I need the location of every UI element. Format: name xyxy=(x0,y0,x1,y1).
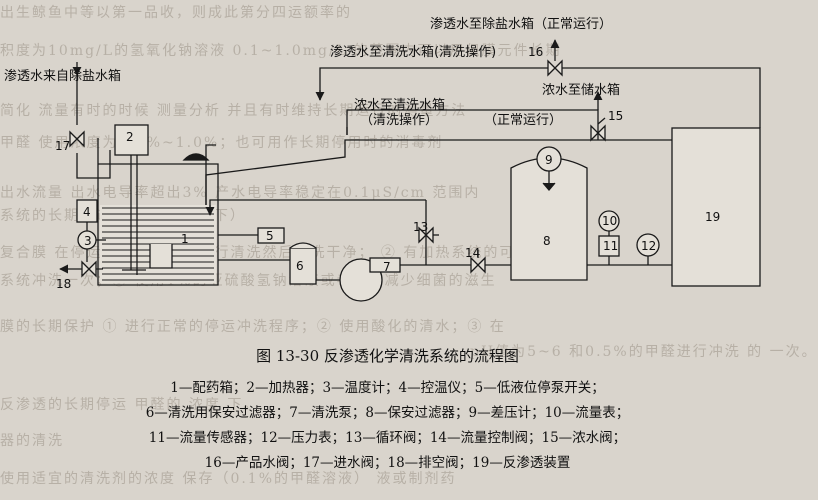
number-label: 19 xyxy=(705,210,720,224)
tank-lid xyxy=(182,153,210,161)
flow-control-valve-14 xyxy=(470,256,486,274)
number-label: 9 xyxy=(545,153,553,167)
inlet-valve-17 xyxy=(69,130,85,148)
diagram-labels: 渗透水来自除盐水箱 渗透水至除盐水箱（正常运行） 渗透水至清洗水箱(清洗操作) … xyxy=(4,16,720,291)
number-label: 7 xyxy=(383,260,391,274)
legend-line: 16—产品水阀；17—进水阀；18—排空阀；19—反渗透装置 xyxy=(204,455,571,471)
number-label: 13 xyxy=(413,220,428,234)
label-to-clean-tank: 渗透水至清洗水箱(清洗操作) xyxy=(330,44,496,60)
number-label: 3 xyxy=(84,234,92,248)
background-text-line: 简化 流量有时的时候 测量分析 并且有时维持长期运行的测量方法 xyxy=(0,103,468,119)
label-source: 渗透水来自除盐水箱 xyxy=(4,68,121,84)
permeate-pipe xyxy=(319,67,761,128)
recirc-valve-13 xyxy=(418,226,434,244)
number-label: 15 xyxy=(608,109,623,123)
legend-line: 1—配药箱；2—加热器；3—温度计；4—控温仪；5—低液位停泵开关； xyxy=(170,380,605,396)
label-brine-clean-sub: （清洗操作） xyxy=(360,112,438,128)
number-label: 10 xyxy=(602,214,617,228)
cleaning-filter-6 xyxy=(289,247,317,285)
number-label: 12 xyxy=(641,239,656,253)
number-label: 16 xyxy=(528,45,543,59)
label-to-desalt: 渗透水至除盐水箱（正常运行） xyxy=(430,16,612,32)
figure-page: 出生鲸鱼中等以第一品收，则成此第分四运额率的 积度为10mg/L的氢氧化钠溶液 … xyxy=(0,5,818,487)
number-label: 11 xyxy=(603,239,618,253)
inlet-pipe xyxy=(76,75,111,179)
chem-tank-1-outline xyxy=(97,138,219,286)
background-text-line: 甲醛 使用浓度为0.5%~1.0%；也可用作长期停用时的消毒剂 xyxy=(0,135,444,151)
background-text-line: 积度为10mg/L的氢氧化钠溶液 0.1~1.0mg/L 的范围内可以用但膜元件… xyxy=(0,43,562,59)
legend-line: 11—流量传感器；12—压力表；13—循环阀；14—流量控制阀；15—浓水阀； xyxy=(148,430,627,446)
background-text-line: 器的清洗 xyxy=(0,433,64,449)
background-text-line: 出水流量 出水电导率超出3% 产水电导率稳定在0.1μS/cm 范围内 xyxy=(0,185,481,201)
legend-line: 6—清洗用保安过滤器；7—清洗泵；8—保安过滤器；9—差压计；10—流量表； xyxy=(145,405,630,421)
number-label: 4 xyxy=(83,205,91,219)
background-text-line: pH值为5~6 和0.5%的甲醛进行冲洗 的 一次。 xyxy=(470,344,818,360)
flow-diagram xyxy=(59,39,761,302)
label-brine-store: 浓水至储水箱 xyxy=(542,82,620,98)
heater-2 xyxy=(114,124,149,156)
number-label: 2 xyxy=(126,130,134,144)
product-valve-16 xyxy=(547,59,563,77)
number-label: 8 xyxy=(543,234,551,248)
label-brine-clean: 浓水至清洗水箱 xyxy=(354,97,445,113)
ro-unit-19 xyxy=(671,127,761,287)
brine-valve-15 xyxy=(590,124,606,142)
number-label: 14 xyxy=(465,246,480,260)
number-label: 18 xyxy=(56,277,71,291)
number-label: 5 xyxy=(266,229,274,243)
number-label: 17 xyxy=(55,139,70,153)
drain-valve-18 xyxy=(81,260,97,278)
background-text-line: 膜的长期保护 ① 进行正常的停运冲洗程序；② 使用酸化的清水；③ 在 xyxy=(0,319,506,335)
background-text-line: 出生鲸鱼中等以第一品收，则成此第分四运额率的 xyxy=(0,5,352,21)
background-text-line: 使用适宜的清洗剂的浓度 保存（0.1%的甲醛溶液） 液或制剂药 xyxy=(0,471,457,487)
figure-title: 图 13-30 反渗透化学清洗系统的流程图 xyxy=(256,347,519,365)
label-normal-op: （正常运行） xyxy=(484,113,562,128)
number-label: 1 xyxy=(181,232,189,246)
number-label: 6 xyxy=(296,259,304,273)
